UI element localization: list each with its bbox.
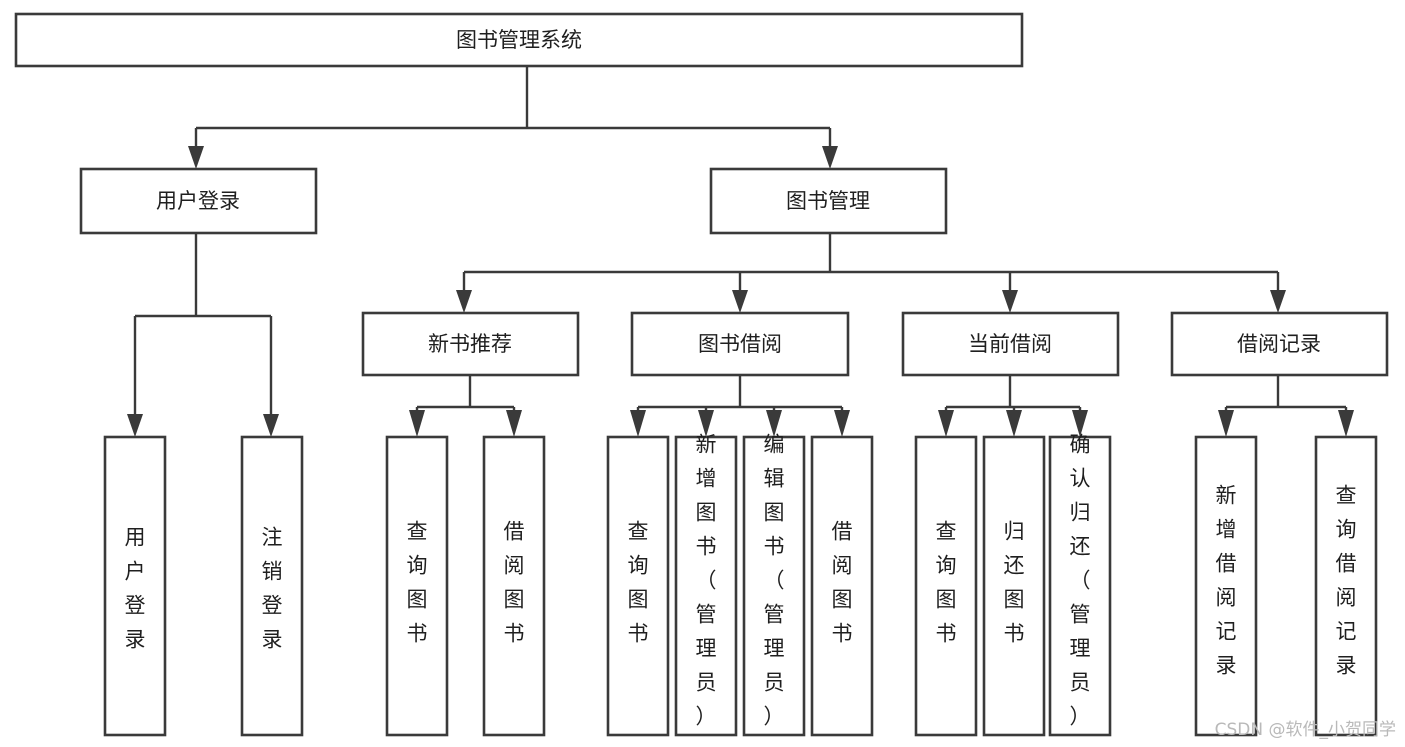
leaf-add-book-label: 新增图书（管理员） bbox=[696, 433, 717, 729]
node-new-book-rec-label: 新书推荐 bbox=[428, 332, 512, 356]
node-current-borrow-box[interactable] bbox=[901, 311, 1120, 377]
arrow-head-new-book-rec bbox=[456, 290, 472, 313]
node-root[interactable]: 图书管理系统 bbox=[14, 12, 1024, 68]
leaf-add-book[interactable]: 新增图书（管理员） bbox=[674, 433, 738, 737]
arrow-head-leaf-edit-book bbox=[766, 410, 782, 437]
leaf-query-book-1[interactable]: 查询图书 bbox=[385, 435, 449, 737]
arrow-head-leaf-borrow-book-2 bbox=[834, 410, 850, 437]
leaf-borrow-book-2[interactable]: 借阅图书 bbox=[810, 435, 874, 737]
leaf-return-book[interactable]: 归还图书 bbox=[982, 435, 1046, 737]
leaf-query-book-3-label: 查询图书 bbox=[936, 520, 957, 646]
leaf-edit-book-label: 编辑图书（管理员） bbox=[764, 433, 785, 729]
leaf-edit-book[interactable]: 编辑图书（管理员） bbox=[742, 433, 806, 737]
node-book-borrow-box[interactable] bbox=[630, 311, 850, 377]
leaf-logout-login[interactable]: 注销登录 bbox=[240, 435, 304, 737]
leaf-borrow-book-1[interactable]: 借阅图书 bbox=[482, 435, 546, 737]
leaf-borrow-book-2-label: 借阅图书 bbox=[832, 520, 853, 646]
leaf-query-book-2-label: 查询图书 bbox=[628, 520, 649, 646]
arrow-head-leaf-query-book-2 bbox=[630, 410, 646, 437]
arrow-head-user-login bbox=[188, 146, 204, 169]
leaf-user-login-label: 用户登录 bbox=[125, 526, 146, 652]
leaf-query-book-1-label: 查询图书 bbox=[407, 520, 428, 646]
arrow-head-leaf-logout-login bbox=[263, 414, 279, 437]
arrow-head-leaf-query-record bbox=[1338, 410, 1354, 437]
leaf-borrow-book-1-box[interactable] bbox=[482, 435, 546, 737]
leaf-query-book-3-box[interactable] bbox=[914, 435, 978, 737]
arrow-head-leaf-borrow-book-1 bbox=[506, 410, 522, 437]
node-current-borrow[interactable]: 当前借阅 bbox=[901, 311, 1120, 377]
node-user-login-label: 用户登录 bbox=[156, 189, 240, 213]
leaf-add-book-box[interactable] bbox=[674, 435, 738, 737]
leaf-query-book-2-box[interactable] bbox=[606, 435, 670, 737]
leaf-logout-login-label: 注销登录 bbox=[262, 526, 283, 652]
leaf-borrow-book-2-box[interactable] bbox=[810, 435, 874, 737]
arrow-head-leaf-add-record bbox=[1218, 410, 1234, 437]
leaf-confirm-return-box[interactable] bbox=[1048, 435, 1112, 737]
arrow-head-leaf-return-book bbox=[1006, 410, 1022, 437]
leaf-user-login[interactable]: 用户登录 bbox=[103, 435, 167, 737]
arrow-head-current-borrow bbox=[1002, 290, 1018, 313]
connector-layer bbox=[127, 66, 1354, 437]
arrow-head-leaf-confirm-return bbox=[1072, 410, 1088, 437]
node-borrow-record-box[interactable] bbox=[1170, 311, 1389, 377]
node-borrow-record-label: 借阅记录 bbox=[1237, 332, 1321, 356]
arrow-head-leaf-add-book bbox=[698, 410, 714, 437]
node-book-manage[interactable]: 图书管理 bbox=[709, 167, 948, 235]
node-book-borrow[interactable]: 图书借阅 bbox=[630, 311, 850, 377]
node-new-book-rec-box[interactable] bbox=[361, 311, 580, 377]
leaf-query-record-box[interactable] bbox=[1314, 435, 1378, 737]
node-user-login-box[interactable] bbox=[79, 167, 318, 235]
leaf-logout-login-box[interactable] bbox=[240, 435, 304, 737]
leaf-query-record[interactable]: 查询借阅记录 bbox=[1314, 435, 1378, 737]
leaf-query-book-2[interactable]: 查询图书 bbox=[606, 435, 670, 737]
node-book-manage-label: 图书管理 bbox=[786, 189, 870, 213]
leaf-query-record-label: 查询借阅记录 bbox=[1336, 484, 1357, 678]
node-root-box[interactable] bbox=[14, 12, 1024, 68]
arrow-head-leaf-user-login bbox=[127, 414, 143, 437]
leaf-confirm-return[interactable]: 确认归还（管理员） bbox=[1048, 433, 1112, 737]
leaf-query-book-3[interactable]: 查询图书 bbox=[914, 435, 978, 737]
leaf-return-book-box[interactable] bbox=[982, 435, 1046, 737]
node-book-borrow-label: 图书借阅 bbox=[698, 332, 782, 356]
arrow-head-book-manage bbox=[822, 146, 838, 169]
arrow-head-leaf-query-book-3 bbox=[938, 410, 954, 437]
leaf-confirm-return-label: 确认归还（管理员） bbox=[1070, 433, 1091, 729]
node-root-label: 图书管理系统 bbox=[456, 28, 582, 52]
node-current-borrow-label: 当前借阅 bbox=[968, 332, 1052, 356]
leaf-edit-book-box[interactable] bbox=[742, 435, 806, 737]
arrow-head-book-borrow bbox=[732, 290, 748, 313]
arrow-head-borrow-record bbox=[1270, 290, 1286, 313]
node-book-manage-box[interactable] bbox=[709, 167, 948, 235]
leaf-user-login-box[interactable] bbox=[103, 435, 167, 737]
leaf-query-book-1-box[interactable] bbox=[385, 435, 449, 737]
leaf-return-book-label: 归还图书 bbox=[1004, 520, 1025, 646]
leaf-add-record[interactable]: 新增借阅记录 bbox=[1194, 435, 1258, 737]
arrow-head-leaf-query-book-1 bbox=[409, 410, 425, 437]
node-borrow-record[interactable]: 借阅记录 bbox=[1170, 311, 1389, 377]
node-user-login[interactable]: 用户登录 bbox=[79, 167, 318, 235]
csdn-watermark: CSDN @软件_小贺同学 bbox=[1215, 720, 1396, 740]
leaf-add-record-label: 新增借阅记录 bbox=[1216, 484, 1237, 678]
leaf-borrow-book-1-label: 借阅图书 bbox=[504, 520, 525, 646]
node-new-book-rec[interactable]: 新书推荐 bbox=[361, 311, 580, 377]
leaf-add-record-box[interactable] bbox=[1194, 435, 1258, 737]
